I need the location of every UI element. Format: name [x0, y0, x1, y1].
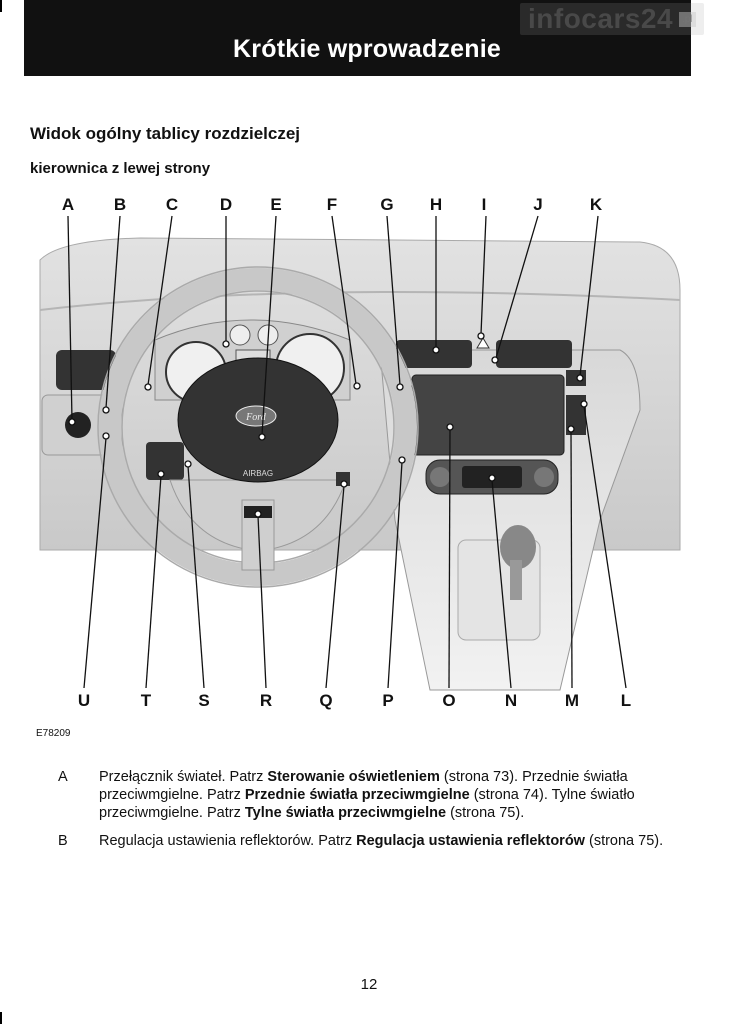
callout-label-d: D	[220, 195, 232, 214]
watermark-logo: infocars24 .pl	[520, 3, 704, 35]
watermark-tld: .pl	[679, 11, 696, 27]
top-labels: A B C D E F G H I J K	[62, 195, 603, 214]
crop-mark-bottom	[0, 1012, 2, 1024]
legend-list: A Przełącznik świateł. Patrz Sterowanie …	[58, 768, 698, 860]
callout-label-u: U	[78, 691, 90, 710]
callout-label-e: E	[270, 195, 281, 214]
legend-key: B	[58, 833, 68, 849]
crop-mark-top	[0, 0, 2, 12]
legend-item: B Regulacja ustawienia reflektorów. Patr…	[58, 832, 698, 850]
callout-label-h: H	[430, 195, 442, 214]
legend-reference-link: Tylne światła przeciwmgielne	[244, 805, 447, 821]
callout-label-o: O	[442, 691, 455, 710]
callout-label-p: P	[382, 691, 393, 710]
legend-text-part: (strona 75).	[584, 833, 664, 849]
callout-label-g: G	[380, 195, 393, 214]
callout-label-k: K	[590, 195, 603, 214]
legend-key: A	[58, 769, 68, 785]
legend-reference-link: Regulacja ustawienia reflektorów	[356, 833, 585, 849]
page-number: 12	[360, 976, 378, 993]
watermark-text: infocars24	[528, 3, 674, 34]
brand-emblem-text: Ford	[245, 412, 267, 423]
legend-text: Przełącznik świateł. Patrz Sterowanie oś…	[99, 768, 698, 822]
legend-text-part: (strona 74). Tylne światło przeciwmgieln…	[99, 787, 635, 821]
callout-label-s: S	[198, 691, 209, 710]
callout-label-t: T	[141, 691, 152, 710]
callout-label-q: Q	[319, 691, 332, 710]
callout-label-i: I	[482, 195, 487, 214]
legend-text: Regulacja ustawienia reflektorów. Patrz …	[99, 832, 698, 850]
legend-item: A Przełącznik świateł. Patrz Sterowanie …	[58, 768, 698, 822]
callout-label-m: M	[565, 691, 579, 710]
airbag-text: AIRBAG	[243, 469, 273, 478]
dashboard-diagram: Ford AIRBAG A B C D E F G H I J K U T S …	[39, 195, 681, 710]
section-title: Widok ogólny tablicy rozdzielczej	[30, 124, 300, 143]
dashboard-shape: Ford AIRBAG	[39, 237, 681, 691]
legend-reference-link: Sterowanie oświetleniem	[267, 769, 440, 785]
callout-label-b: B	[114, 195, 126, 214]
legend-text-part: (strona 73). Przednie światła przeciwmgi…	[99, 769, 628, 803]
callout-label-j: J	[533, 195, 542, 214]
legend-text-part: Przełącznik świateł. Patrz	[99, 769, 268, 785]
callout-label-l: L	[621, 691, 631, 710]
figure-code: E78209	[36, 728, 71, 739]
callout-leader-lines	[67, 215, 627, 689]
section-subtitle: kierownica z lewej strony	[30, 160, 211, 177]
callout-label-c: C	[166, 195, 178, 214]
page-header-title: Krótkie wprowadzenie	[233, 35, 501, 63]
callout-label-f: F	[327, 195, 337, 214]
legend-reference-link: Przednie światła przeciwmgielne	[244, 787, 470, 803]
legend-text-part: (strona 75).	[446, 805, 525, 821]
bottom-labels: U T S R Q P O N M L	[78, 691, 631, 710]
header-bar: Krótkie wprowadzenie	[24, 0, 691, 76]
callout-label-r: R	[260, 691, 272, 710]
legend-text-part: Regulacja ustawienia reflektorów. Patrz	[99, 833, 357, 849]
watermark: infocars24 .pl	[520, 2, 730, 36]
callout-label-n: N	[505, 691, 517, 710]
callout-label-a: A	[62, 195, 74, 214]
